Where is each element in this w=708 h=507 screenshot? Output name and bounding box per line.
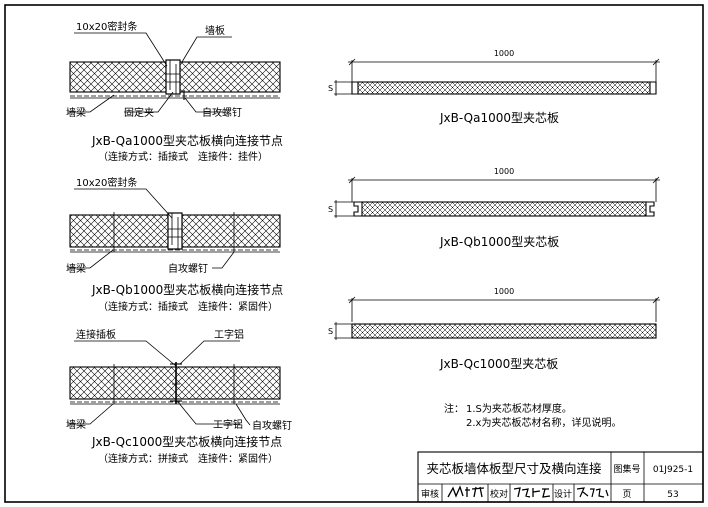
profile-qa: 1000 S JxB-Qa1000型夹芯板: [328, 49, 660, 125]
panel-profile: [351, 323, 657, 339]
leader-beam: [68, 94, 115, 113]
leader-screw: [235, 403, 251, 426]
atlas-label: 图集号: [613, 463, 640, 475]
panel-end-right: [650, 81, 657, 95]
callout-ibeam-top: 工字铝: [214, 328, 244, 341]
leader-screw: [212, 251, 235, 269]
dim-tick: [652, 176, 660, 184]
leader-beam: [68, 249, 114, 269]
detail-qa-node: 10x20密封条 墙板 墙梁 固定夹 自攻螺钉 JxB-Qa1000型夹芯板横向…: [66, 20, 283, 163]
profile-qb: 1000 S JxB-Qb1000型夹芯板: [328, 167, 660, 249]
detail-subtitle: （连接方式：插接式 连接件：紧固件）: [98, 300, 278, 313]
dimension-label: 1000: [494, 287, 514, 296]
atlas-number: 01J925-1: [653, 465, 693, 475]
leader-ibeam-top: [179, 340, 240, 365]
dim-tick: [348, 296, 356, 304]
joint-seal-strip: [166, 60, 180, 94]
detail-title: JxB-Qc1000型夹芯板横向连接节点: [91, 434, 282, 449]
design-label: 设计: [554, 488, 572, 500]
thickness-label: S: [328, 84, 333, 93]
sandwich-panel: [69, 366, 281, 400]
leader-seal: [74, 188, 173, 219]
panel-profile: [357, 81, 651, 95]
joint-connector: [167, 212, 183, 250]
profile-qc: 1000 S JxB-Qc1000型夹芯板: [328, 287, 660, 371]
drawing-title: 夹芯板墙体板型尺寸及横向连接: [426, 461, 602, 476]
thickness-label: S: [328, 205, 333, 214]
dim-tick: [348, 176, 356, 184]
title-block: 夹芯板墙体板型尺寸及横向连接 图集号 01J925-1 审核 校对 设计 页 5…: [417, 451, 704, 503]
detail-subtitle: （连接方式：插接式 连接件：挂件）: [98, 150, 268, 163]
dimension-label: 1000: [494, 49, 514, 58]
leader-beam: [68, 403, 114, 425]
callout-board: 墙板: [205, 24, 225, 37]
leader-clip: [124, 91, 174, 113]
check-label: 校对: [490, 488, 508, 500]
dim-tick: [652, 58, 660, 66]
joint-clip: [165, 59, 181, 95]
detail-title: JxB-Qa1000型夹芯板横向连接节点: [91, 133, 283, 148]
design-signature: [576, 487, 609, 498]
callout-plate: 连接插板: [76, 328, 116, 341]
detail-qb-node: 10x20密封条 墙梁 自攻螺钉 JxB-Qb1000型夹芯板横向连接节点 （连…: [66, 176, 283, 313]
page-label: 页: [622, 489, 631, 500]
leader-board: [181, 36, 232, 63]
joint-seal-strip: [168, 213, 182, 249]
note-item: 1.S为夹芯板芯材厚度。: [466, 402, 572, 415]
notes-prefix: 注：: [444, 402, 464, 415]
title-block-frame: [417, 451, 704, 503]
detail-subtitle: （连接方式：拼接式 连接件：紧固件）: [98, 452, 278, 465]
panel-end-right: [646, 201, 655, 217]
leader-screw: [184, 97, 223, 113]
panel-end-left: [353, 201, 362, 217]
callout-beam: 墙梁: [66, 106, 86, 119]
leader-plate: [74, 340, 177, 367]
callout-clip: 固定夹: [124, 106, 154, 119]
callout-seal: 10x20密封条: [76, 20, 137, 33]
check-signature: [513, 487, 551, 498]
panel-end-left: [351, 81, 358, 95]
dim-tick: [652, 296, 660, 304]
callout-screw: 自攻螺钉: [168, 262, 208, 275]
note-item: 2.x为夹芯板芯材名称，详见说明。: [466, 416, 621, 429]
review-label: 审核: [421, 488, 439, 500]
leader-seal: [74, 32, 168, 67]
callout-screw: 自攻螺钉: [202, 106, 242, 119]
page-number: 53: [667, 490, 678, 500]
dim-tick: [348, 58, 356, 66]
callout-ibeam-bottom: 工字铝: [213, 418, 243, 431]
review-signature: [447, 485, 485, 498]
leader-ibeam-bottom: [177, 401, 240, 425]
sheet-border: [4, 4, 704, 503]
detail-qc-node: 连接插板 工字铝 墙梁 工字铝 自攻螺钉 JxB-Qc1000型夹芯板横向连接节…: [66, 328, 292, 465]
detail-title: JxB-Qb1000型夹芯板横向连接节点: [91, 282, 283, 297]
profile-title: JxB-Qb1000型夹芯板: [439, 235, 559, 249]
callout-beam: 墙梁: [66, 262, 86, 275]
dimension-label: 1000: [494, 167, 514, 176]
callout-beam: 墙梁: [66, 418, 86, 431]
profile-title: JxB-Qc1000型夹芯板: [439, 357, 558, 371]
callout-screw: 自攻螺钉: [252, 419, 292, 432]
profile-title: JxB-Qa1000型夹芯板: [439, 111, 559, 125]
notes: 注： 1.S为夹芯板芯材厚度。 2.x为夹芯板芯材名称，详见说明。: [444, 402, 621, 429]
thickness-label: S: [328, 327, 333, 336]
callout-seal: 10x20密封条: [76, 176, 137, 189]
panel-profile: [361, 201, 647, 217]
